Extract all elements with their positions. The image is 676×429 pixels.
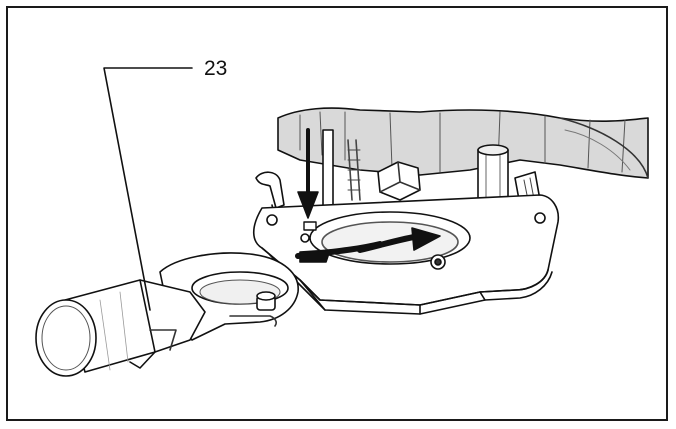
twist-arrows — [295, 227, 441, 263]
hex-nut — [377, 161, 421, 201]
router-motor-body — [277, 107, 649, 179]
dust-nozzle-tube — [35, 279, 206, 377]
callout-label-23: 23 — [204, 57, 227, 80]
callout-leader-23 — [103, 67, 193, 311]
insert-arrow-down — [297, 128, 319, 231]
